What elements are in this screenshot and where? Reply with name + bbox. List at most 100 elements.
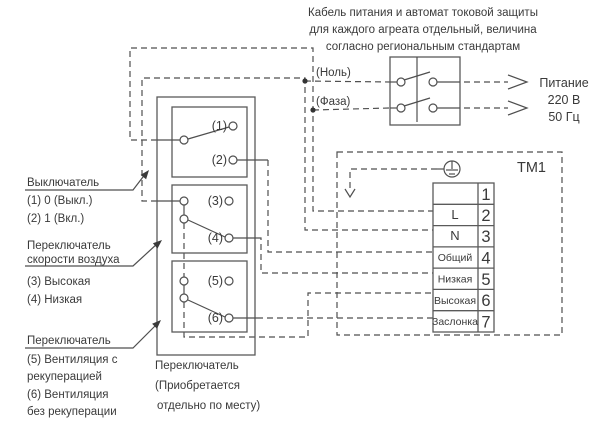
leader-line: [25, 323, 158, 349]
annotation-title: Выключатель: [27, 177, 99, 189]
phase-label: (Фаза): [316, 96, 351, 108]
annotation-title: Переключатель: [27, 335, 111, 347]
breaker-contact: [428, 77, 438, 87]
annotation-line: без рекуперации: [27, 406, 117, 418]
leader-arrow-icon: [152, 240, 162, 249]
switch3-common-contact: [179, 293, 189, 303]
switch3-common-contact: [179, 276, 189, 286]
switch1-contact-2: [228, 155, 238, 165]
terminal-number: 7: [481, 314, 490, 332]
switch-outer-box: [156, 96, 256, 356]
note-line: Кабель питания и автомат токовой защиты: [308, 7, 538, 19]
annotation-line: отдельно по месту): [157, 400, 260, 412]
contact-label: (3): [208, 194, 223, 208]
contact-label: (6): [208, 311, 223, 325]
wire-vysokaya: [183, 292, 433, 338]
tm1-border: [336, 151, 563, 336]
switch1-lever: [187, 126, 230, 140]
switch2-contact-3: [224, 196, 234, 206]
switch1-contact-1: [228, 121, 238, 131]
annotation-line: (2) 1 (Вкл.): [27, 213, 84, 225]
switch2-common-contact: [179, 214, 189, 224]
label-mask: [314, 64, 356, 79]
terminal-number: 4: [481, 250, 490, 268]
wire-phase-path: [129, 47, 433, 212]
terminal-number: 5: [481, 271, 490, 289]
contact-label: (5): [208, 274, 223, 288]
contact-label: (1): [212, 119, 227, 133]
switch3-contact-6: [224, 313, 234, 323]
switch2-common-contact: [179, 196, 189, 206]
breaker-contact: [428, 103, 438, 113]
supply-arrow-icon: [507, 74, 529, 90]
neutral-label: (Ноль): [316, 67, 351, 79]
breaker-lever: [403, 71, 431, 81]
note-line: согласно региональным стандартам: [326, 41, 520, 53]
leader-arrow-icon: [152, 320, 161, 329]
wiring: [129, 47, 508, 338]
cable-note: Кабель питания и автомат токовой защиты …: [308, 7, 538, 53]
switch2-lever: [187, 219, 226, 238]
switch1-common-contact: [179, 135, 189, 145]
breaker: [389, 56, 461, 126]
switch3-contact-5: [224, 276, 234, 286]
annotation-title: скорости воздуха: [27, 254, 120, 266]
breaker-box: [389, 56, 461, 126]
annotation-switch1: Выключатель (1) 0 (Выкл.) (2) 1 (Вкл.): [25, 170, 149, 225]
switch3-box: [171, 260, 248, 333]
switch-assembly: (1) (2) (3) (4) (5) (6): [156, 96, 268, 356]
terminal-strip: L N Общий Низкая Высокая Заслонка 1 2 3 …: [432, 182, 495, 333]
leader-arrow-icon: [140, 170, 149, 180]
supply-line: Питание: [539, 76, 588, 90]
wire-neutral-to-breaker: [304, 80, 391, 83]
switch1-box: [171, 106, 248, 178]
terminal-number: 6: [481, 292, 490, 310]
tm1-title: ТМ1: [517, 160, 546, 176]
annotation-recup-switch: Переключатель (5) Вентиляция с рекуперац…: [25, 320, 161, 418]
wire-neutral-path: [141, 77, 433, 231]
annotation-line: (5) Вентиляция с: [27, 354, 118, 366]
terminal-label: L: [451, 207, 458, 222]
breaker-lever: [403, 97, 431, 107]
switch3-lever: [187, 299, 226, 318]
terminal-label: Высокая: [434, 295, 476, 307]
terminal-number: 2: [481, 207, 490, 225]
annotation-speed-switch: Переключатель скорости воздуха (3) Высок…: [25, 240, 162, 306]
supply-arrow-icon: [507, 100, 529, 116]
contact-label: (2): [212, 153, 227, 167]
supply-line: 50 Гц: [548, 110, 579, 124]
annotation-line: (1) 0 (Выкл.): [27, 195, 93, 207]
supply-line: 220 В: [548, 93, 581, 107]
label-mask: [314, 93, 356, 108]
supply-text: Питание 220 В 50 Гц: [539, 76, 588, 124]
annotation-line: (4) Низкая: [27, 294, 82, 306]
annotation-line: Переключатель: [155, 360, 239, 372]
terminal-number: 1: [481, 186, 490, 204]
wire-nizkaya: [257, 237, 433, 274]
wire-phase-to-breaker: [312, 107, 391, 111]
contact-label: (4): [208, 231, 223, 245]
down-arrow-icon: [344, 188, 356, 199]
annotation-line: (Приобретается: [155, 380, 240, 392]
terminal-label: Заслонка: [432, 316, 478, 328]
breaker-contact: [396, 103, 406, 113]
annotation-line: (3) Высокая: [27, 276, 90, 288]
terminal-number: 3: [481, 228, 490, 246]
note-line: для каждого агреата отдельный, величина: [309, 24, 537, 36]
annotation-title: Переключатель: [27, 240, 111, 252]
junction-dot: [302, 78, 308, 84]
annotation-line: рекуперацией: [27, 371, 102, 383]
junction-dot: [310, 107, 316, 113]
earth-ground-icon: [437, 160, 461, 178]
breaker-contact: [396, 77, 406, 87]
wire-ground: [349, 168, 437, 190]
terminal-label: Низкая: [438, 274, 473, 286]
annotation-bottom: Переключатель (Приобретается отдельно по…: [155, 360, 260, 412]
tm1-block: ТМ1 L N Общий Низкая Высокая Заслонка: [336, 151, 563, 336]
switch2-contact-4: [224, 233, 234, 243]
leader-line: [25, 242, 159, 267]
wire-obshchiy: [267, 160, 433, 253]
terminal-label: Общий: [438, 252, 473, 264]
